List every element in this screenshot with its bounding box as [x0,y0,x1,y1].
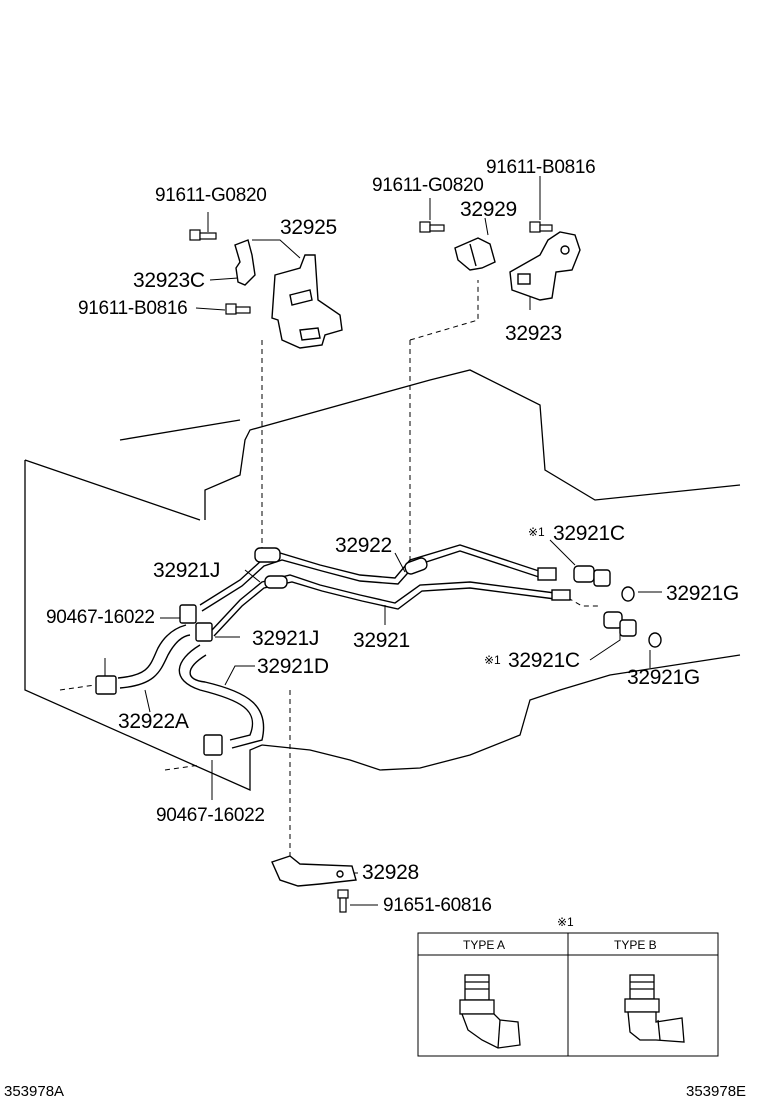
hose-clamps [95,604,223,756]
clamp-32929 [454,237,496,271]
footer-code-left: 353978A [4,1083,65,1100]
part-label-32929: 32929 [460,198,517,221]
part-label-91611-b0816-right: 91611-B0816 [486,157,596,178]
part-label-32923: 32923 [505,322,562,345]
inset-type-a-label: TYPE A [463,938,506,952]
hose-32922a [117,624,191,689]
bracket-32923c [234,239,256,286]
part-label-32921d: 32921D [257,655,329,678]
note-mark-bottom: ※1 [484,653,501,667]
bracket-32923 [509,231,581,301]
part-label-91611-g0820-right: 91611-G0820 [372,175,484,196]
fitting-32921c-top [573,565,611,587]
part-label-90467-16022-lower: 90467-16022 [156,805,265,826]
part-label-32922: 32922 [335,534,392,557]
bolt-91611-g0820-right [419,221,445,233]
oil-cooler-tubes [199,544,571,637]
fitting-32921c-bottom [603,611,637,637]
bracket-32925 [271,254,343,349]
note-mark-top: ※1 [528,525,545,539]
inset-box [417,932,719,1057]
bracket-32928 [271,855,357,887]
part-label-32922a: 32922A [118,710,189,733]
part-label-32921g-top: 32921G [666,582,739,605]
part-label-32921c-top: 32921C [553,522,625,545]
leader-lines-dashed [59,280,600,860]
part-label-90467-16022-upper: 90467-16022 [46,607,155,628]
part-label-32921: 32921 [353,629,410,652]
bolt-91611-g0820-left [189,229,217,241]
part-label-32921j-upper: 32921J [153,559,221,582]
type-b-fitting-icon [624,974,685,1043]
footer-code-right: 353978E [686,1083,747,1100]
bolt-91651-60816 [337,889,349,913]
engine-outline [24,369,741,792]
type-a-fitting-icon [459,974,521,1049]
bolts [189,221,553,913]
part-label-32925: 32925 [280,216,337,239]
o-ring-32921g-top [621,586,635,602]
leader-lines [104,176,662,906]
part-label-91651-60816: 91651-60816 [383,895,492,916]
o-ring-32921g-bottom [648,632,662,648]
part-label-32923c: 32923C [133,269,205,292]
part-label-32921j-lower: 32921J [252,627,320,650]
part-label-91611-b0816-left: 91611-B0816 [78,298,188,319]
part-label-32921c-bottom: 32921C [508,649,580,672]
hose-32921d [178,644,265,749]
inset-type-b-label: TYPE B [614,938,657,952]
bolt-91611-b0816-right [529,221,553,233]
fittings [573,565,662,648]
part-label-32921g-bottom: 32921G [627,666,700,689]
part-label-91611-g0820-left: 91611-G0820 [155,185,267,206]
part-label-32928: 32928 [362,861,419,884]
inset-note-mark: ※1 [557,915,574,929]
bolt-91611-b0816-left [225,303,251,315]
